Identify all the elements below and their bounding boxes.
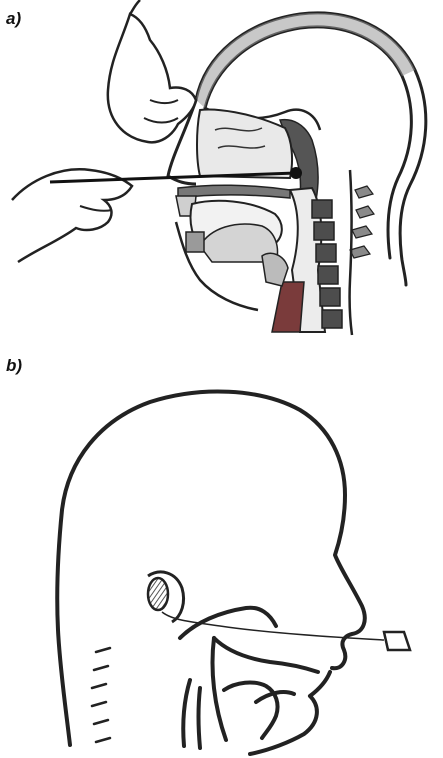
- neck-folds: [92, 648, 110, 742]
- trachea: [272, 282, 304, 332]
- tongue-outline: [224, 683, 278, 738]
- larynx: [262, 253, 288, 286]
- pharynx-outline: [183, 680, 190, 746]
- instrument-tip: [290, 167, 302, 179]
- head-outline: [57, 392, 365, 745]
- upper-hand: [108, 14, 196, 142]
- pharynx-outline-2: [199, 688, 201, 748]
- panel-a: a): [0, 0, 443, 350]
- lower-teeth: [186, 232, 204, 252]
- lower-hand: [12, 169, 132, 262]
- tonsil-region: [148, 578, 168, 610]
- nasal-cavity: [197, 110, 292, 178]
- skull-bone: [196, 13, 415, 108]
- panel-b: b): [0, 350, 443, 758]
- lower-face-outline: [310, 672, 330, 696]
- upper-hand-sleeve: [130, 0, 140, 14]
- profile-head-illustration: [0, 350, 443, 758]
- mouth-line: [214, 638, 318, 672]
- chin-outline: [250, 696, 317, 754]
- spinous-processes: [350, 186, 374, 258]
- neck-back-outline: [350, 170, 352, 335]
- sagittal-head-illustration: [0, 0, 443, 350]
